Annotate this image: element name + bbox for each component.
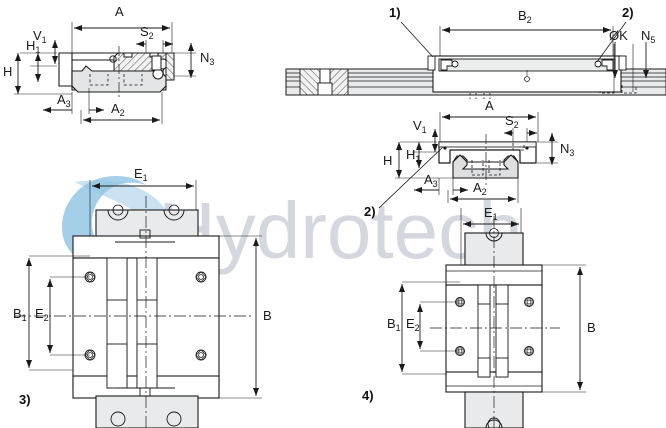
dim-N3-mid: N3: [537, 133, 574, 165]
dim-S2-mid-label: S2: [505, 113, 519, 130]
dim-H1-mid: H1: [406, 142, 422, 168]
dim-H-label: H: [3, 64, 12, 79]
dim-E2-br: E2: [406, 301, 460, 352]
fig-top-right: B2: [285, 5, 666, 99]
dim-A2-mid-label: A2: [473, 180, 487, 197]
dim-E2-bl: E2: [35, 276, 90, 356]
carriage-on-rail: [427, 55, 627, 99]
callout-2-label: 2): [622, 5, 634, 20]
screw-holes-br: [455, 297, 534, 356]
dim-E1-bl-label: E1: [134, 166, 148, 183]
callout-2b-label: 2): [364, 204, 376, 219]
dim-H1-mid-label: H1: [406, 147, 420, 164]
dim-A3-mid: A3: [414, 170, 468, 195]
dim-OK: ØK: [609, 28, 634, 92]
dim-A: A: [71, 4, 173, 56]
fig-top-left: A S2: [3, 4, 214, 124]
dim-N3-mid-label: N3: [560, 141, 574, 158]
dim-A2-label: A2: [111, 101, 125, 118]
dim-S2-label: S2: [140, 24, 154, 41]
dim-H: H: [3, 53, 72, 95]
dim-N5: N5: [641, 28, 655, 78]
fig-mid-right: A S2: [364, 98, 574, 219]
dim-B2: B2: [439, 8, 614, 58]
dim-A-mid: A: [439, 98, 539, 142]
dim-A-mid-label: A: [485, 98, 494, 113]
dim-B1-br-label: B1: [387, 316, 401, 333]
rail-bottom-block-bl: [95, 395, 199, 428]
dim-V1: V1: [20, 28, 58, 67]
dim-B1-br: B1: [387, 281, 460, 375]
dim-B-br: B: [542, 264, 596, 393]
dim-B-br-label: B: [587, 320, 596, 335]
dim-OK-label: ØK: [609, 28, 628, 43]
carriage-cross-section: [438, 134, 537, 186]
dim-B-bl: B: [219, 235, 272, 399]
screw-holes-bl: [84, 271, 207, 361]
dim-H1-label: H1: [26, 38, 40, 55]
dim-H1: H1: [26, 38, 41, 82]
dim-H-mid-label: H: [383, 153, 392, 168]
callout-2b: 2): [364, 146, 444, 219]
dim-A-label: A: [115, 4, 124, 19]
dim-N5-label: N5: [641, 28, 655, 45]
carriage-body: [58, 46, 175, 99]
dim-B-bl-label: B: [263, 308, 272, 323]
dim-B1-bl: B1: [13, 255, 90, 371]
dim-A2: A2: [80, 92, 163, 124]
fig-bottom-left: E1: [13, 166, 272, 428]
dim-V1-mid-label: V1: [413, 118, 427, 135]
dim-B1-bl-label: B1: [13, 306, 27, 323]
dim-E2-bl-label: E2: [35, 306, 49, 323]
callout-3-label: 3): [19, 392, 31, 407]
dim-E2-br-label: E2: [406, 316, 420, 333]
dim-V1-label: V1: [33, 28, 47, 45]
callout-1-label: 1): [389, 5, 401, 20]
callout-4-label: 4): [362, 388, 374, 403]
dim-E1-br-label: E1: [484, 205, 498, 222]
dim-H-mid: H: [383, 142, 453, 179]
dim-A3: A3: [43, 88, 104, 114]
dim-N3: N3: [174, 43, 214, 78]
dim-N3-label: N3: [200, 50, 214, 67]
dim-B2-label: B2: [518, 8, 532, 25]
dim-A3-label: A3: [57, 92, 71, 109]
dim-A3-mid-label: A3: [424, 172, 438, 189]
fig-bottom-right: E1: [362, 205, 596, 428]
callout-2: 2): [596, 5, 634, 63]
dim-A2-mid: A2: [447, 178, 519, 203]
callout-1: 1): [389, 5, 434, 58]
